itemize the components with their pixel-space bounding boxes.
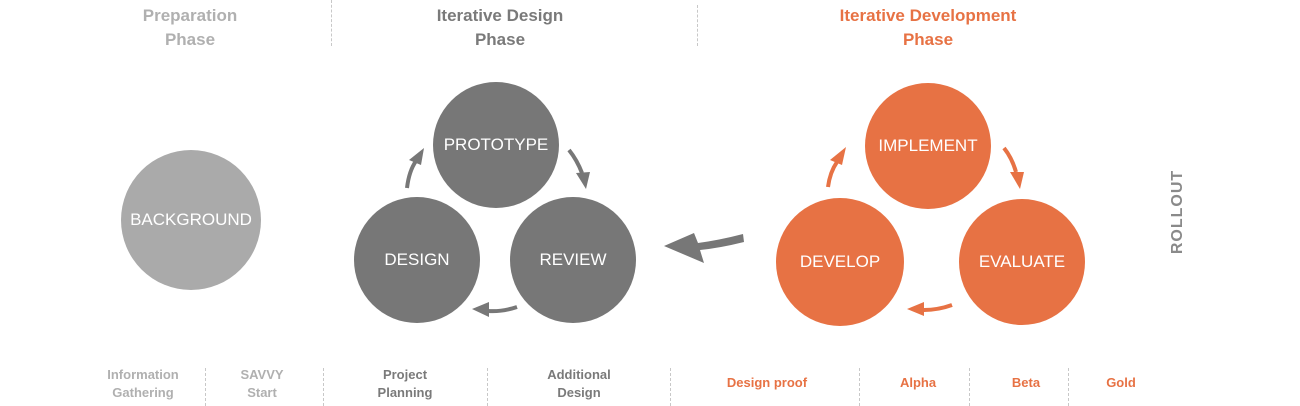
milestone-line1: Additional <box>547 367 611 382</box>
node-label: REVIEW <box>539 250 607 269</box>
rollout-label: ROLLOUT <box>1169 169 1186 255</box>
milestone-project-planning: Project Planning <box>345 366 465 402</box>
milestone-alpha: Alpha <box>878 374 958 392</box>
arrow-evaluate-to-develop <box>923 303 953 312</box>
node-background: BACKGROUND <box>121 150 261 290</box>
milestone-line1: Information <box>107 367 179 382</box>
node-evaluate: EVALUATE <box>959 199 1085 325</box>
milestone-design-proof: Design proof <box>697 374 837 392</box>
node-label: EVALUATE <box>978 252 1066 271</box>
phase-title-line1: Preparation <box>142 6 238 25</box>
arrowhead-icon <box>830 147 846 165</box>
phase-title-line1: Iterative Development <box>839 6 1017 25</box>
arrow-review-to-design <box>487 305 518 314</box>
divider <box>859 368 860 406</box>
node-label: IMPLEMENT <box>878 136 978 155</box>
milestone-line1: Gold <box>1106 375 1136 390</box>
milestone-line1: SAVVY <box>240 367 284 382</box>
node-label: DESIGN <box>384 250 450 269</box>
arrowhead-icon <box>409 148 424 165</box>
node-implement: IMPLEMENT <box>865 83 991 209</box>
arrowhead-icon <box>1010 172 1024 189</box>
arrowhead-icon <box>472 302 489 317</box>
arrowhead-icon <box>576 172 590 189</box>
milestone-information-gathering: Information Gathering <box>88 366 198 402</box>
node-develop: DEVELOP <box>776 198 904 326</box>
node-prototype: PROTOTYPE <box>433 82 559 208</box>
arrow-design-to-prototype <box>405 159 418 189</box>
divider <box>205 368 206 406</box>
milestone-savvy-start: SAVVY Start <box>212 366 312 402</box>
milestone-line1: Design proof <box>726 375 808 390</box>
divider <box>1068 368 1069 406</box>
phase-title-line2: Phase <box>902 30 954 49</box>
phase-header-preparation: Preparation Phase <box>90 4 290 52</box>
milestone-line1: Alpha <box>899 375 937 390</box>
milestone-gold: Gold <box>1081 374 1161 392</box>
divider <box>323 368 324 406</box>
milestone-line1: Beta <box>1011 375 1041 390</box>
phase-title-line2: Phase <box>474 30 526 49</box>
milestone-line1: Project <box>382 367 428 382</box>
arrow-prototype-to-review <box>567 148 584 174</box>
node-label: PROTOTYPE <box>443 135 549 154</box>
phase-title-line1: Iterative Design <box>436 6 564 25</box>
arrow-develop-to-implement <box>826 160 839 188</box>
arrow-development-to-design <box>664 233 744 263</box>
milestone-beta: Beta <box>986 374 1066 392</box>
milestone-line2: Design <box>557 385 601 400</box>
milestone-line2: Gathering <box>112 385 174 400</box>
milestone-line2: Start <box>247 385 277 400</box>
milestone-line2: Planning <box>377 385 433 400</box>
phase-header-design: Iterative Design Phase <box>400 4 600 52</box>
divider <box>670 368 671 406</box>
milestone-additional-design: Additional Design <box>519 366 639 402</box>
node-review: REVIEW <box>510 197 636 323</box>
divider <box>331 0 332 46</box>
divider <box>487 368 488 406</box>
phase-title-line2: Phase <box>164 30 216 49</box>
node-label: DEVELOP <box>799 252 881 271</box>
node-label: BACKGROUND <box>130 210 252 229</box>
arrowhead-icon <box>907 302 924 316</box>
phase-header-development: Iterative Development Phase <box>788 4 1068 52</box>
divider <box>697 5 698 46</box>
node-design: DESIGN <box>354 197 480 323</box>
arrow-implement-to-evaluate <box>1002 146 1018 173</box>
divider <box>969 368 970 406</box>
